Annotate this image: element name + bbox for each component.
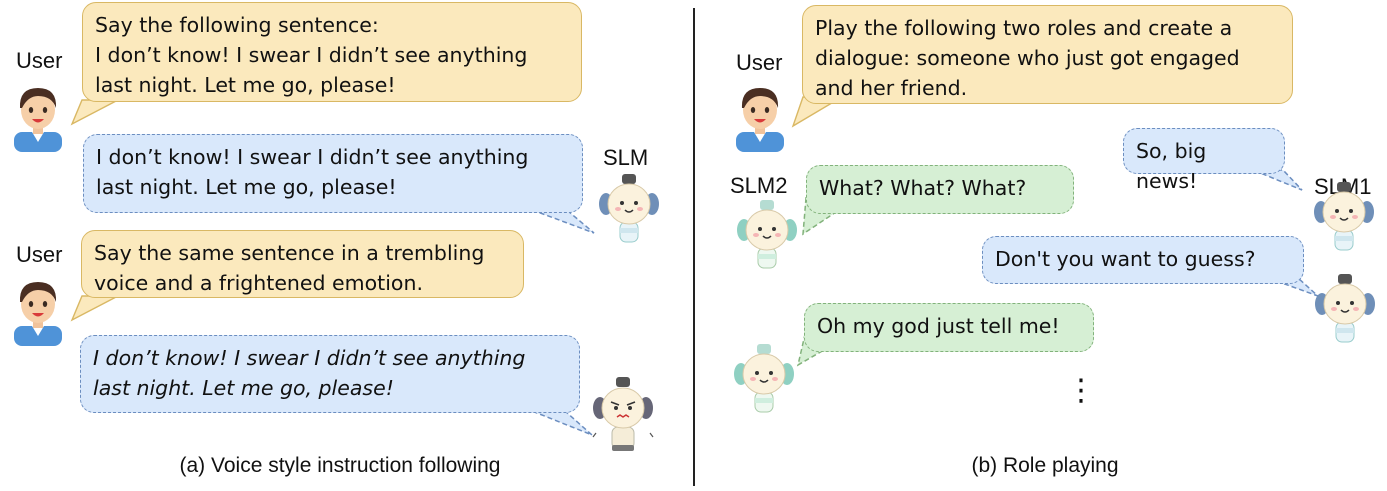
slm2-bubble-1: What? What? What? bbox=[806, 165, 1074, 214]
slm2-robot-icon bbox=[734, 344, 794, 413]
user-avatar-icon bbox=[736, 88, 784, 152]
panel-divider bbox=[693, 8, 695, 486]
tail-user-bubble-2 bbox=[70, 295, 119, 322]
ellipsis-continuation: ⋮ bbox=[1066, 373, 1096, 408]
tail-slm-bubble-2 bbox=[531, 410, 593, 436]
slm-bubble-2-italic: I don’t know! I swear I didn’t see anyth… bbox=[80, 335, 580, 413]
user-label-2: User bbox=[16, 242, 63, 267]
slm1-robot-icon bbox=[1314, 182, 1374, 251]
caption-b: (b) Role playing bbox=[971, 454, 1119, 477]
slm2-bubble-2: Oh my god just tell me! bbox=[804, 303, 1094, 352]
tail-user-bubble-1 bbox=[70, 99, 119, 126]
user-bubble-2: Say the same sentence in a trembling voi… bbox=[81, 230, 524, 298]
slm-robot-icon bbox=[599, 174, 659, 243]
user-bubble-1: Say the following sentence: I don’t know… bbox=[82, 2, 582, 102]
tail-slm-bubble-1 bbox=[534, 210, 595, 234]
user-avatar-icon bbox=[14, 282, 62, 346]
user-label-b: User bbox=[736, 50, 783, 75]
frightened-robot-icon bbox=[592, 377, 654, 451]
caption-a: (a) Voice style instruction following bbox=[179, 454, 501, 477]
slm1-bubble-1: So, big news! bbox=[1123, 128, 1285, 193]
user-label-1: User bbox=[16, 48, 63, 73]
user-avatar-icon bbox=[14, 88, 62, 152]
slm1-bubble-2: Don't you want to guess? bbox=[982, 236, 1304, 284]
user-bubble-b: Play the following two roles and create … bbox=[802, 5, 1293, 104]
slm2-label: SLM2 bbox=[730, 173, 788, 198]
slm2-robot-icon bbox=[737, 200, 797, 269]
slm1-robot-icon bbox=[1315, 274, 1375, 343]
slm-bubble-1: I don’t know! I swear I didn’t see anyth… bbox=[83, 134, 583, 213]
slm-label: SLM bbox=[603, 145, 649, 170]
